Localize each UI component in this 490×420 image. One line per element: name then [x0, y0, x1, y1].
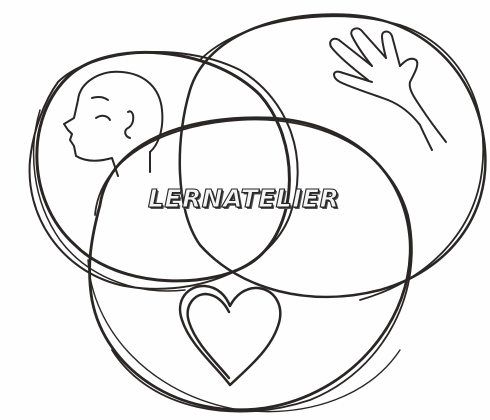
head-circle — [37, 52, 290, 280]
head-circle-extra-stroke — [30, 52, 298, 289]
head-profile-icon — [64, 72, 162, 176]
hand-icon — [330, 28, 446, 150]
heart-circle-extra-stroke-2 — [88, 260, 400, 412]
center-label: LERNATELIER — [148, 184, 339, 213]
heart-icon — [180, 286, 280, 385]
heart-circle-extra-stroke — [95, 120, 412, 412]
